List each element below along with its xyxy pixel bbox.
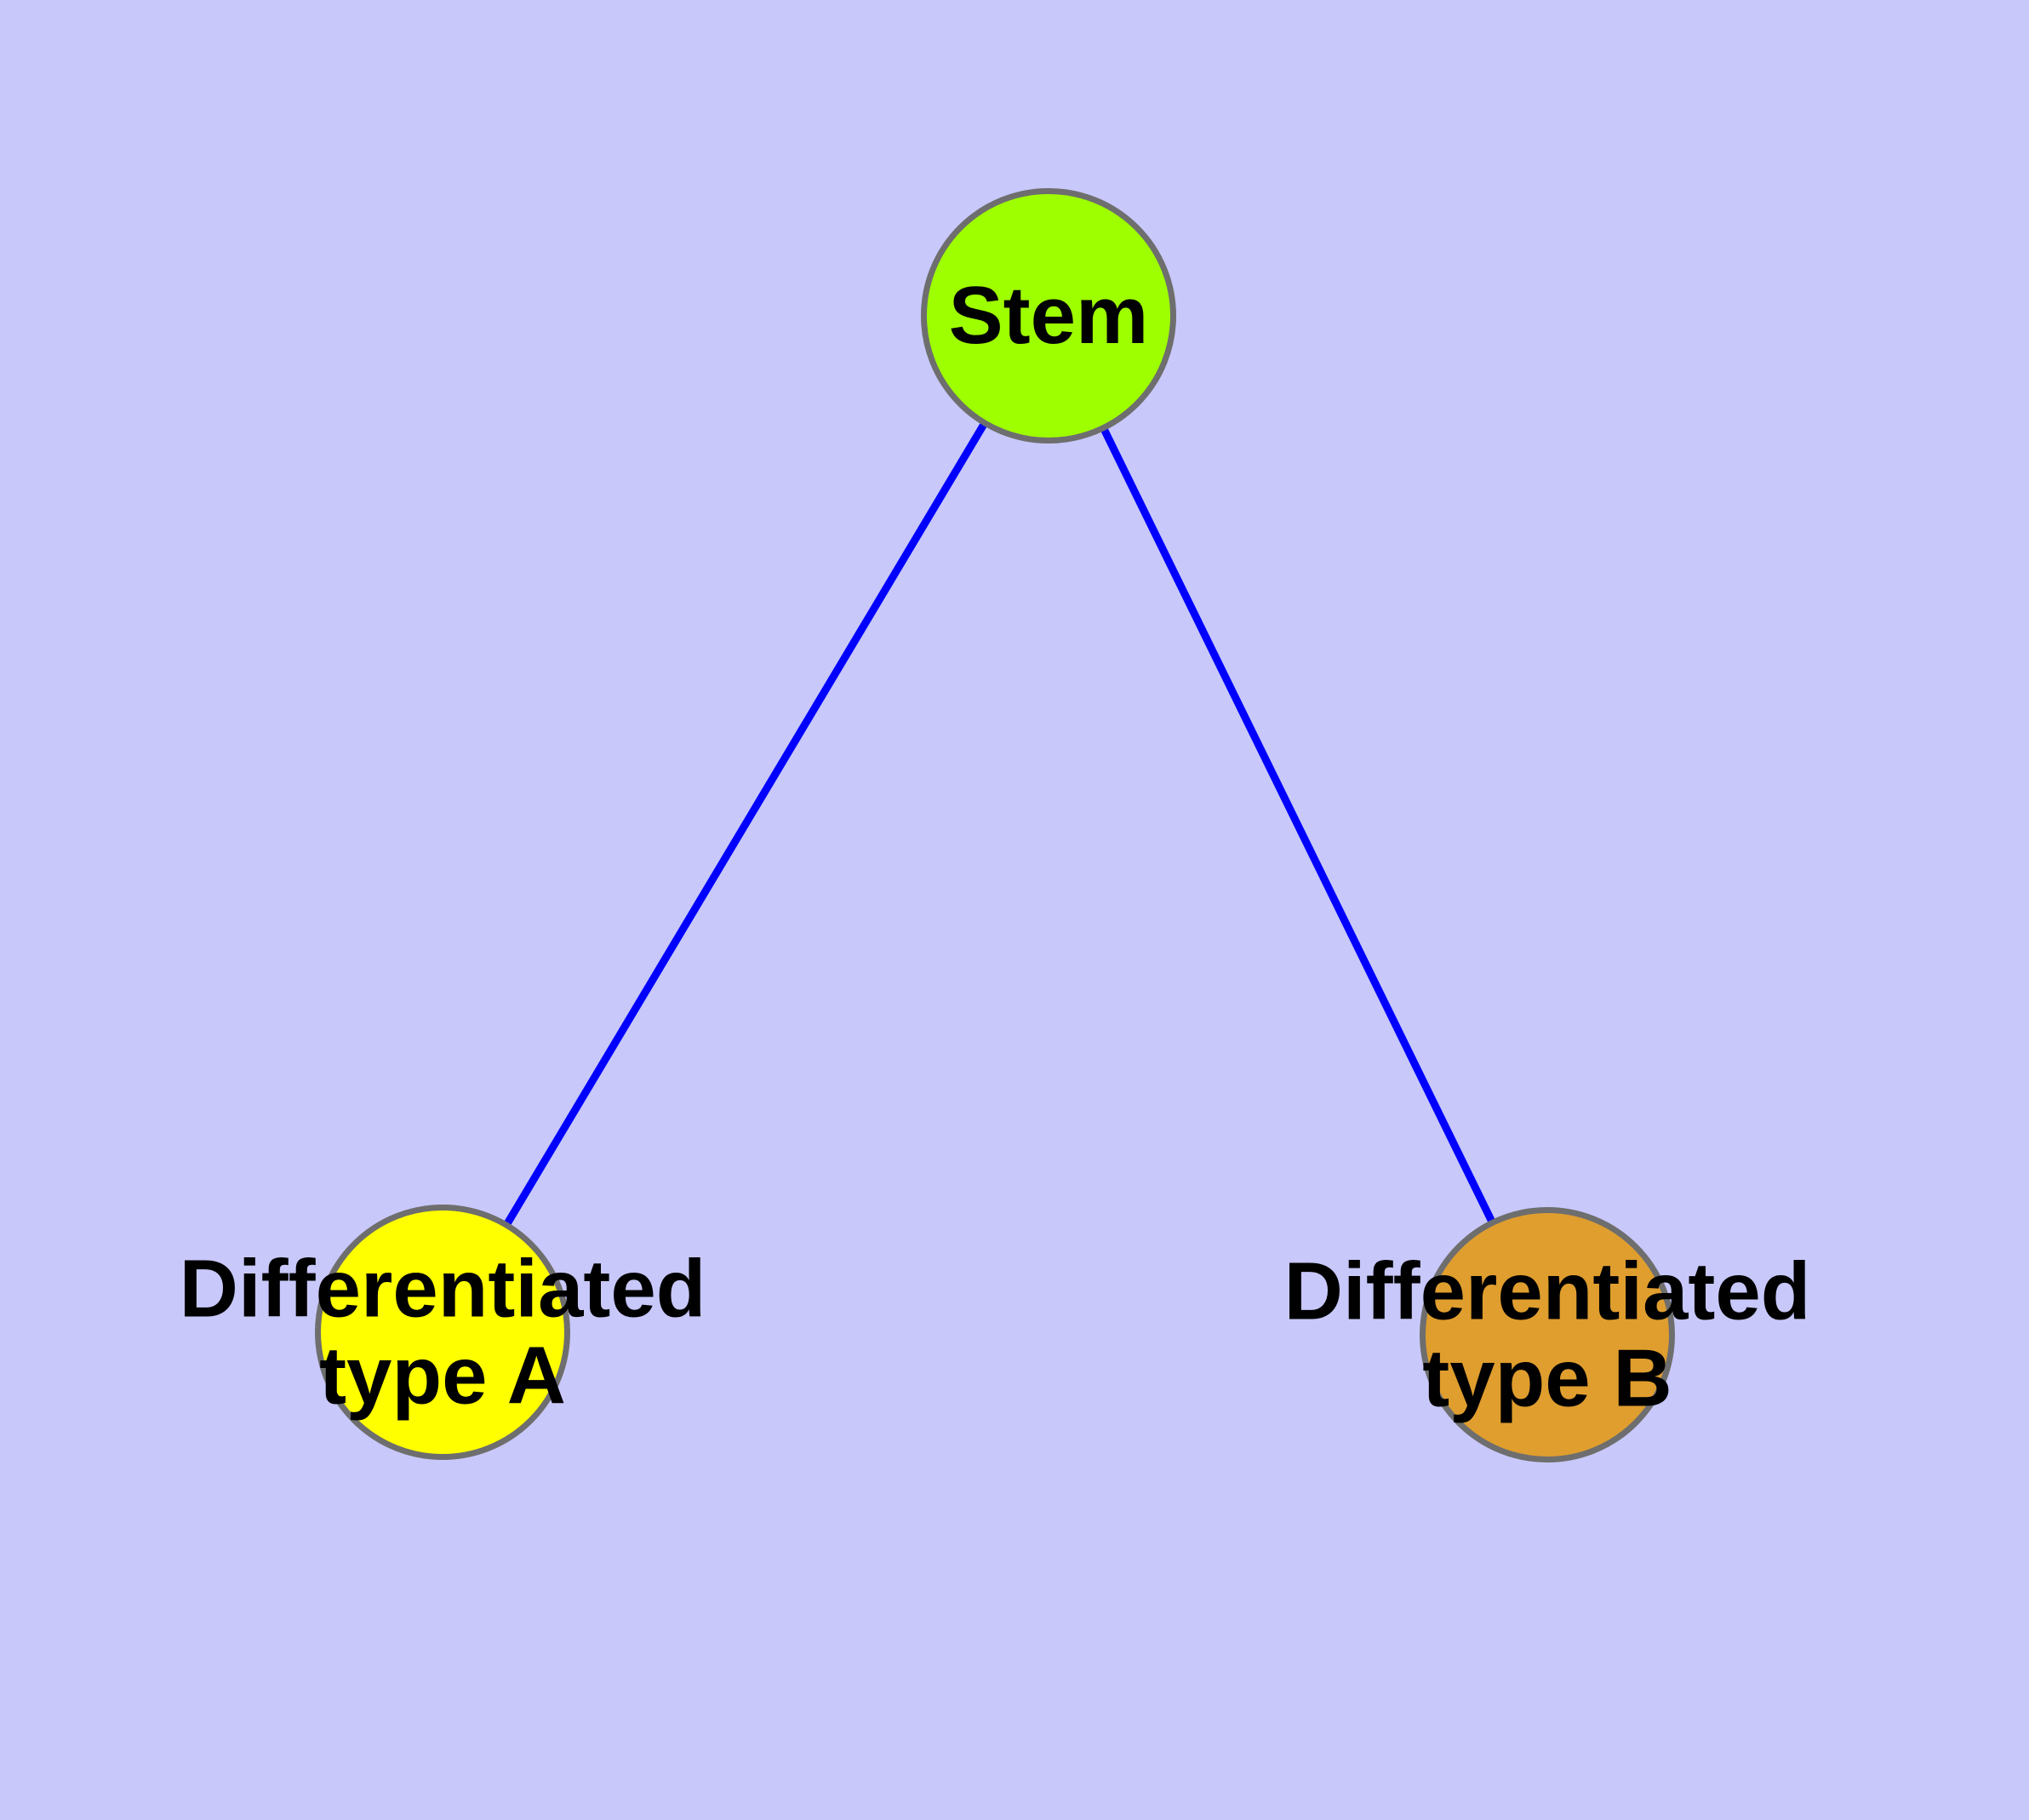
node-layer bbox=[315, 188, 1675, 1462]
graph-node-diff_b[interactable] bbox=[1420, 1207, 1675, 1462]
graph-edge-stem-diff_b bbox=[1044, 314, 1552, 1336]
graph-node-stem[interactable] bbox=[921, 188, 1176, 444]
edge-layer bbox=[439, 313, 1552, 1336]
graph-node-diff_a[interactable] bbox=[315, 1205, 570, 1460]
graph-edge-stem-diff_a bbox=[439, 313, 1052, 1335]
